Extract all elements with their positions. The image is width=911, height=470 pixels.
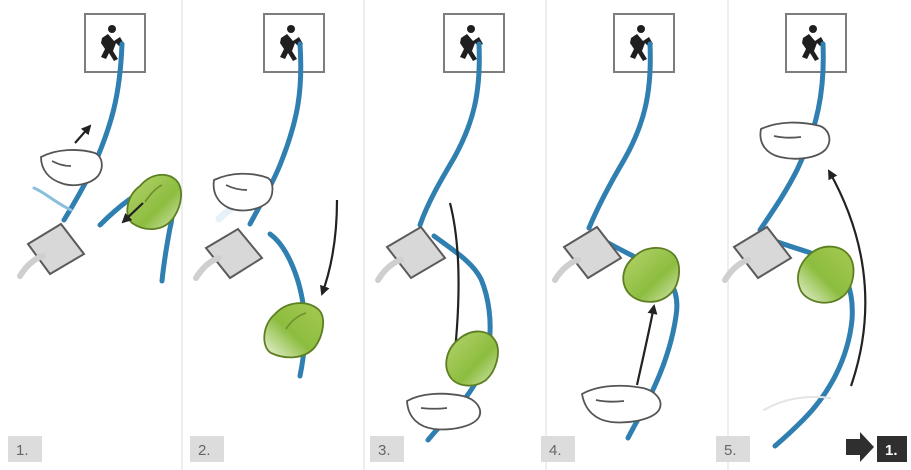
svg-text:5.: 5.: [724, 442, 737, 459]
step-label-4: 4.: [541, 436, 575, 462]
step-label-5: 5.: [716, 436, 750, 462]
step-label-1: 1.: [8, 436, 42, 462]
white-hand-2: [214, 174, 273, 211]
svg-text:2.: 2.: [198, 442, 211, 459]
svg-text:3.: 3.: [378, 442, 391, 459]
white-hand-5-top: [760, 123, 829, 159]
svg-text:4.: 4.: [549, 442, 562, 459]
svg-text:1.: 1.: [885, 442, 898, 459]
svg-text:1.: 1.: [16, 442, 29, 459]
step-label-2: 2.: [190, 436, 224, 462]
step-label-3: 3.: [370, 436, 404, 462]
